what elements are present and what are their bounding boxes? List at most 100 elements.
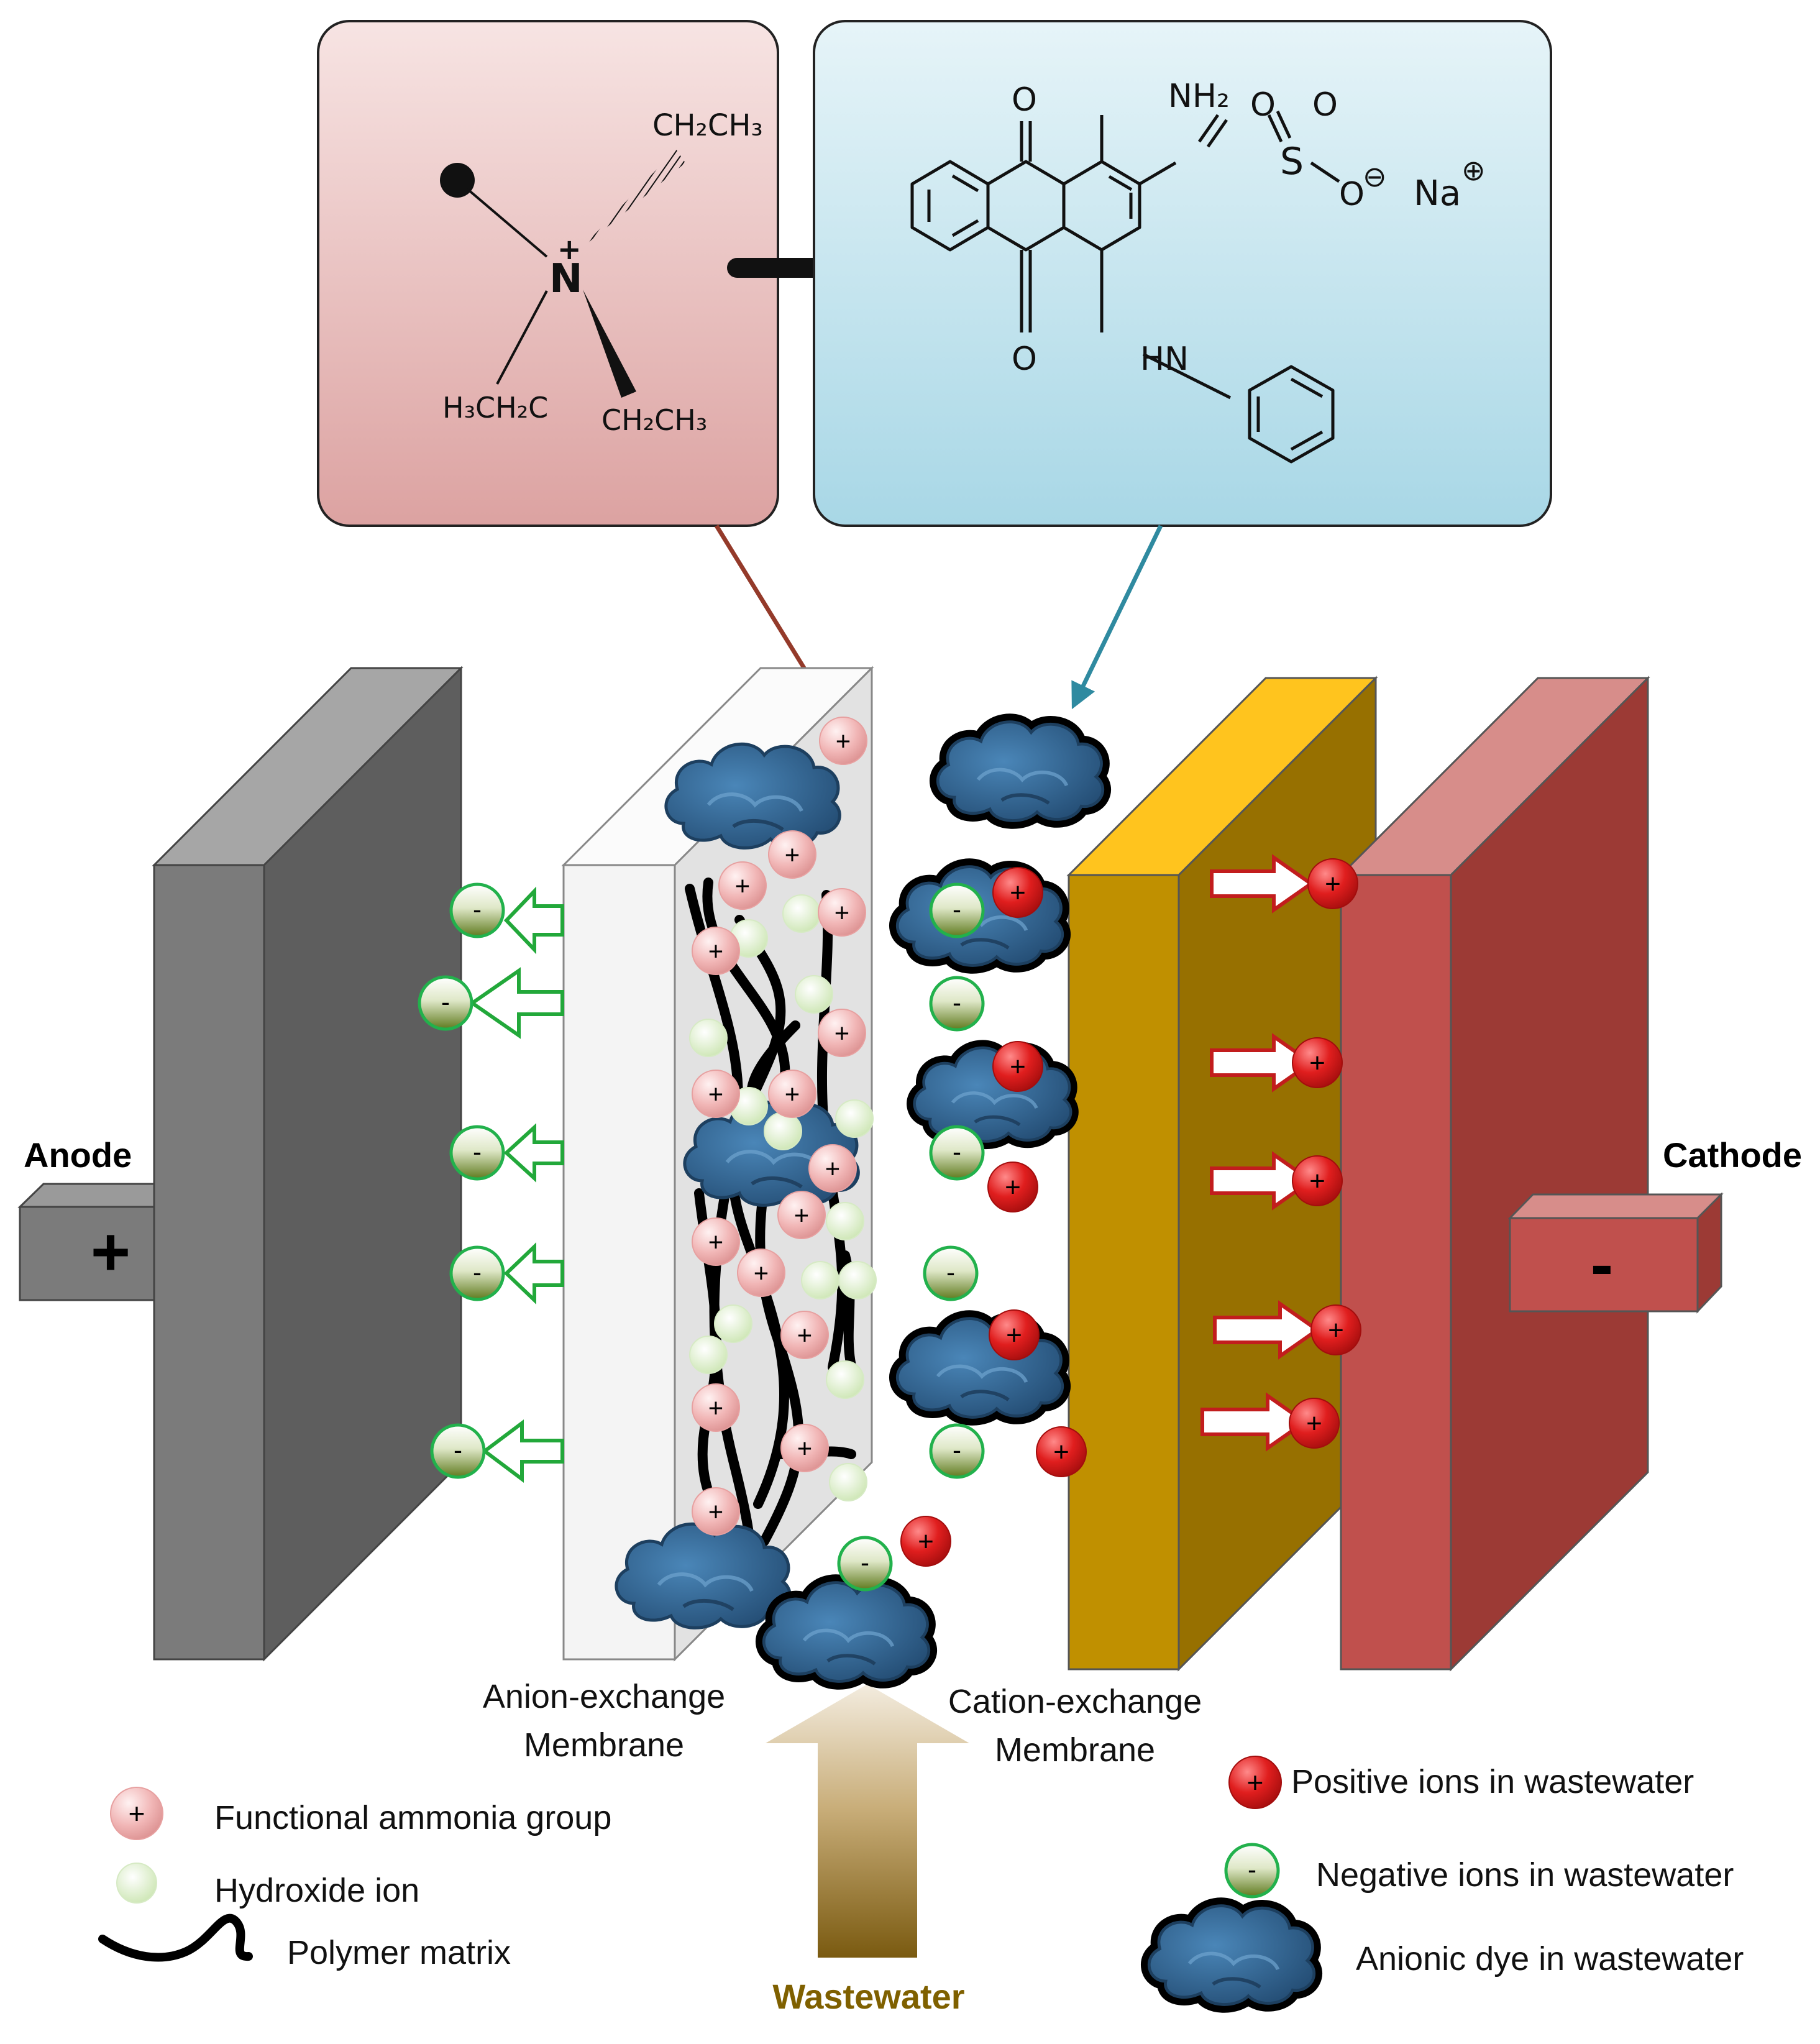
hn-label: HN	[1140, 341, 1189, 378]
plus-sign: +	[754, 1258, 769, 1287]
dye-structure-box: O NH₂ O O S O ⊖ Na ⊕ O HN	[813, 20, 1552, 527]
plus-sign: +	[835, 897, 849, 927]
legend-hydroxide: Hydroxide ion	[214, 1872, 419, 1909]
ethyl-top-label: CH₂CH₃	[652, 108, 763, 143]
negative-ion-layer: -----------	[418, 882, 985, 1592]
anionic-dye-icon	[756, 1574, 937, 1690]
negative-ion: -	[929, 1423, 985, 1479]
anion-migration-arrows	[469, 886, 564, 1483]
ammonia-layer: ++++++++++++++++	[692, 717, 867, 1536]
plus-sign: +	[708, 936, 723, 965]
positive-ion: +	[1228, 1756, 1282, 1809]
cem-label-line2: Membrane	[995, 1731, 1155, 1769]
hydroxide-ion	[801, 1261, 839, 1299]
green-arrow	[503, 1123, 564, 1183]
green-arrow	[503, 1242, 564, 1305]
hydroxide-ion	[116, 1863, 157, 1904]
functional-ammonia-group: +	[768, 830, 816, 879]
wastewater-flow-arrow	[766, 1684, 969, 1958]
positive-ion: +	[1292, 1155, 1343, 1206]
plus-sign: +	[1006, 1320, 1022, 1350]
plus-sign: +	[1325, 869, 1341, 899]
anode-label: Anode	[24, 1135, 132, 1175]
plus-sign: +	[797, 1320, 812, 1349]
red-arrow	[1210, 1151, 1315, 1211]
polymer-attachment-dot	[440, 163, 475, 198]
anionic-dye-icon	[907, 1040, 1079, 1150]
hydroxide-ion	[782, 894, 821, 933]
plus-sign: +	[1306, 1408, 1322, 1439]
negative-ion: -	[923, 1245, 979, 1301]
functional-ammonia-group: +	[780, 1424, 829, 1472]
hydroxide-ion	[826, 1202, 864, 1240]
negative-ion: -	[449, 1125, 505, 1181]
ethyl-left-label: H₃CH₂C	[442, 391, 548, 424]
legend-dye: Anionic dye in wastewater	[1356, 1940, 1744, 1978]
aem-label-line2: Membrane	[524, 1726, 684, 1764]
functional-ammonia-group: +	[808, 1144, 857, 1193]
positive-ion: +	[989, 1309, 1040, 1360]
negative-ion: -	[449, 1245, 505, 1301]
legend-polymer-swatch	[98, 1913, 253, 1962]
minus-sign: -	[946, 1258, 955, 1287]
positive-ion: +	[1036, 1426, 1087, 1477]
negative-ion: -	[1224, 1843, 1280, 1899]
carbonyl-top-o: O	[1012, 81, 1037, 119]
legend-polymer: Polymer matrix	[287, 1934, 511, 1971]
hydroxide-ion	[835, 1099, 874, 1138]
minus-sign: -	[953, 1436, 961, 1465]
functional-ammonia-group: +	[718, 861, 767, 910]
red-arrow	[1210, 854, 1315, 914]
anode-sign: +	[91, 1214, 130, 1290]
positive-ion: +	[992, 1041, 1043, 1092]
legend-symbols: ++-	[110, 1756, 1322, 2013]
nitrogen-label: N	[549, 256, 583, 302]
functional-ammonia-group: +	[692, 927, 740, 975]
functional-ammonia-group: +	[737, 1249, 785, 1297]
oxygen-anion-label: O	[1339, 176, 1365, 213]
positive-ion: +	[1310, 1304, 1361, 1355]
plus-sign: +	[708, 1227, 723, 1256]
minus-sign: -	[953, 1137, 961, 1166]
negative-ion: -	[418, 975, 473, 1031]
legend-positive: Positive ions in wastewater	[1291, 1763, 1694, 1800]
plus-sign: +	[1309, 1048, 1325, 1078]
plus-sign: +	[797, 1433, 812, 1462]
plus-sign: +	[1053, 1437, 1069, 1467]
minus-sign: -	[441, 988, 450, 1017]
plus-sign: +	[825, 1153, 840, 1183]
plus-charge: ⊕	[1461, 154, 1486, 187]
functional-ammonia-group: +	[818, 1009, 866, 1057]
minus-sign: -	[473, 1258, 482, 1287]
plus-sign: +	[918, 1526, 934, 1557]
wastewater-label: Wastewater	[772, 1977, 964, 2016]
hydroxide-ion	[714, 1304, 752, 1343]
hydroxide-ion	[689, 1336, 728, 1374]
cathode-sign: -	[1591, 1226, 1614, 1303]
hashed-wedge-bond	[581, 149, 685, 249]
plus-sign: +	[1005, 1172, 1021, 1203]
cathode-label: Cathode	[1663, 1135, 1802, 1175]
plus-sign: +	[835, 1018, 849, 1047]
cem-label-line1: Cation-exchange	[948, 1683, 1202, 1720]
hydroxide-ion	[764, 1112, 802, 1150]
minus-sign: -	[473, 895, 482, 924]
plus-sign: +	[794, 1200, 809, 1229]
plus-sign: +	[836, 726, 851, 755]
plus-sign: +	[785, 840, 800, 869]
green-arrow	[469, 967, 564, 1039]
carbonyl-bottom-o: O	[1012, 341, 1037, 378]
hydroxide-layer	[689, 894, 877, 1501]
sodium-label: Na	[1414, 173, 1461, 214]
minus-sign: -	[861, 1548, 869, 1577]
plus-sign: +	[1309, 1166, 1325, 1196]
functional-ammonia-group: +	[780, 1311, 829, 1359]
sulfur-label: S	[1280, 140, 1304, 183]
anionic-dye-icon	[664, 742, 841, 850]
positive-ion: +	[900, 1516, 951, 1567]
plus-sign: +	[735, 871, 750, 900]
anode-plate	[152, 666, 464, 1662]
plus-sign: +	[708, 1079, 723, 1108]
hydroxide-ion	[829, 1463, 867, 1501]
